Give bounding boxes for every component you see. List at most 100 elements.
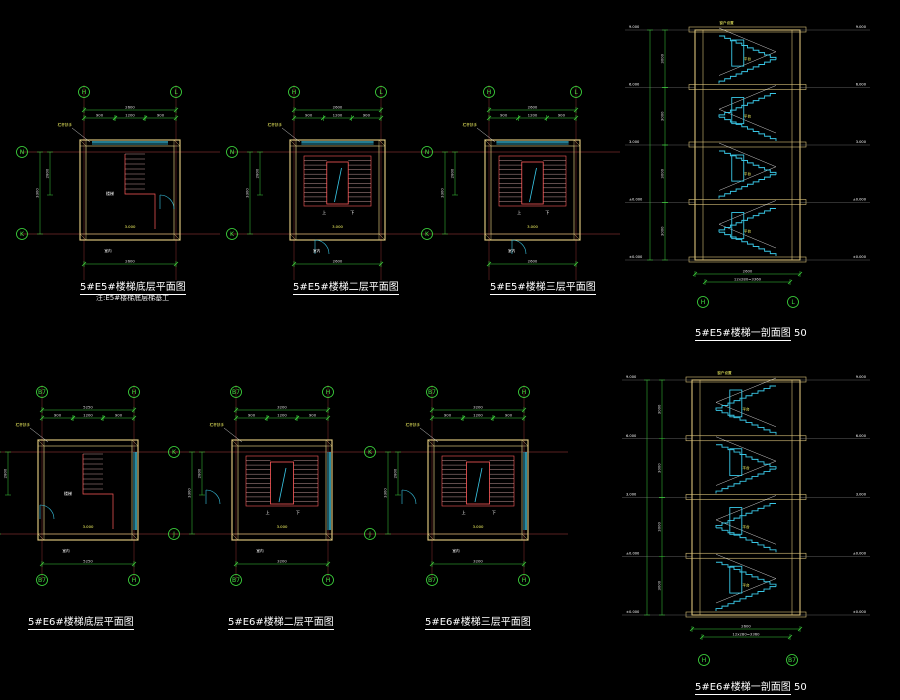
handrail-line <box>718 166 777 191</box>
dim-section-bottom-text: 2600 <box>743 269 753 274</box>
axis-top-left-circle <box>36 386 48 398</box>
dim-section-steps-slash-a <box>699 634 705 640</box>
elevation-tag: 3.000 <box>527 224 538 229</box>
dim-top-c-slash-a <box>544 115 549 121</box>
axis-left-top-letter: N <box>425 149 430 156</box>
level-text: 9.000 <box>629 25 640 29</box>
column-1 <box>131 439 139 447</box>
room-label: 室内 <box>104 248 112 253</box>
stair-well <box>326 161 349 205</box>
handrail-leader <box>71 127 91 143</box>
level-text-right: 6.000 <box>856 83 867 87</box>
plan-b-third-title: 5#E6#楼梯三层平面图 <box>425 617 531 630</box>
dim-left-total-text: 3300 <box>187 488 192 498</box>
dim-top-b-text: 1200 <box>333 113 343 118</box>
dim-top-a-text: 900 <box>500 113 508 118</box>
section-window <box>731 154 745 182</box>
axis-top-left-circle <box>426 386 438 398</box>
axis-bottom-left-circle <box>426 574 438 586</box>
axis-bottom-right-letter: H <box>522 577 527 584</box>
handrail-line <box>718 142 777 167</box>
landing-label: 平台 <box>744 228 752 233</box>
dim-top-total-slash-b <box>173 107 179 113</box>
down-label: 下 <box>545 210 549 215</box>
column-1 <box>378 139 386 147</box>
level-text: ±0.000 <box>629 198 643 202</box>
column-0 <box>427 439 435 447</box>
handrail-note: 栏杆扶手 <box>210 422 225 427</box>
level-text: ±0.000 <box>626 551 640 555</box>
handrail-leader <box>419 427 439 443</box>
elevation-tag: 3.000 <box>473 524 484 529</box>
dim-top-total-slash-b <box>131 407 137 413</box>
column-1 <box>573 139 581 147</box>
stair-flight <box>715 468 776 494</box>
door-swing <box>39 504 55 520</box>
inner-wall <box>43 445 133 535</box>
dim-bottom-total-slash-b <box>378 261 384 267</box>
stair-outline <box>245 455 319 507</box>
door-swing <box>205 489 221 505</box>
column-hatch <box>131 533 139 541</box>
elevation-tag: 3.000 <box>277 524 288 529</box>
stair-flight <box>715 385 776 411</box>
handrail-line <box>715 377 777 403</box>
floor-slab-1 <box>688 84 807 90</box>
level-text-right: 9.000 <box>856 375 867 379</box>
axis-bottom-right-letter: H <box>326 577 331 584</box>
column-hatch <box>37 439 45 447</box>
column-hatch <box>79 139 87 147</box>
dim-left-a-text: 2800 <box>393 468 398 478</box>
column-hatch <box>378 139 386 147</box>
column-3 <box>521 533 529 541</box>
level-text: 3.000 <box>629 140 640 144</box>
dim-top-c-slash-b <box>521 415 527 421</box>
level-text: 6.000 <box>629 83 640 87</box>
axis-top-right-circle <box>375 86 387 98</box>
level-text: ±0.000 <box>626 610 640 614</box>
dim-top-c-slash-a <box>294 415 300 421</box>
dim-left-a-text: 2800 <box>255 168 260 178</box>
stair-flight <box>716 561 777 587</box>
dim-top-c-text: 900 <box>115 413 123 418</box>
dim-section-bottom-slash-a <box>692 271 698 277</box>
axis-left-bottom-letter: K <box>230 231 235 238</box>
axis-left-bottom-circle <box>226 228 238 240</box>
level-text-right: ±0.000 <box>853 551 867 555</box>
dim-section-steps-slash-b <box>787 634 793 640</box>
handrail-note: 栏杆扶手 <box>463 122 478 127</box>
dim-top-b-slash-a <box>516 115 521 121</box>
level-text-right: ±0.000 <box>853 198 867 202</box>
inner-wall <box>433 445 523 535</box>
column-hatch <box>289 233 297 241</box>
dim-top-c-slash-a <box>490 415 496 421</box>
stair-flight <box>716 444 777 470</box>
axis-left-top-letter: K <box>172 449 177 456</box>
axis-top-right-letter: L <box>574 89 578 96</box>
dim-section-floor-text: 3000 <box>660 226 665 236</box>
axis-left-bottom-circle <box>421 228 433 240</box>
dim-left-a-text: 2800 <box>45 168 50 178</box>
level-text: 6.000 <box>626 434 637 438</box>
axis-top-left-letter: H <box>487 89 492 96</box>
dim-top-b-text: 1200 <box>528 113 538 118</box>
dim-top-total-slash-b <box>573 107 579 113</box>
handrail-leader <box>476 127 496 143</box>
column-0 <box>37 439 45 447</box>
elevation-tag: 3.000 <box>83 524 94 529</box>
section-bottom-axis-b7-circle <box>786 654 798 666</box>
column-2 <box>484 233 492 241</box>
axis-left-top-circle <box>168 446 180 458</box>
handrail-leader <box>223 427 243 443</box>
handrail-line <box>715 519 777 545</box>
axis-top-right-letter: L <box>174 89 178 96</box>
dim-section-floor-text: 3000 <box>657 463 662 473</box>
axis-top-right-letter: H <box>326 389 331 396</box>
stair-flight <box>718 93 776 118</box>
section-window <box>731 97 745 125</box>
dim-top-b-text: 1200 <box>277 413 287 418</box>
dim-bottom-total-slash-b <box>325 561 331 567</box>
section-top-axis-h-circle <box>697 296 709 308</box>
room-label: 室内 <box>452 548 460 553</box>
